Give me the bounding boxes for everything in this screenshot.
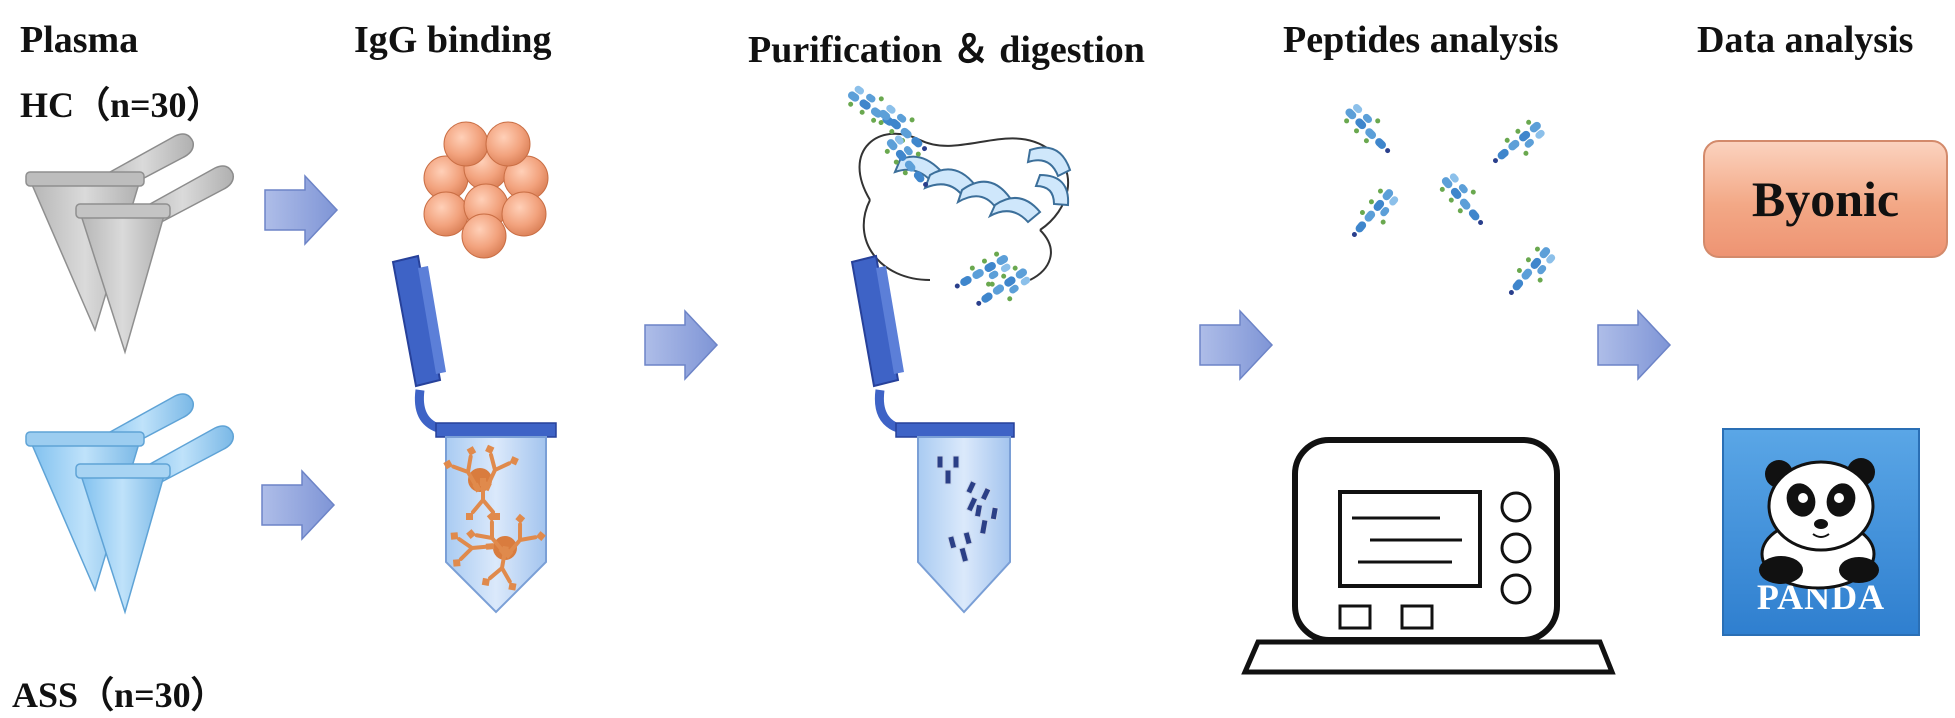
header-purification-digestion: Purification ＆ digestion bbox=[748, 29, 1145, 71]
arrow-purification-to-peptides bbox=[1199, 310, 1273, 380]
panda-software-box: PANDA bbox=[1722, 428, 1920, 636]
header-peptides-analysis: Peptides analysis bbox=[1283, 19, 1559, 61]
hc-plasma-tubes bbox=[25, 133, 235, 355]
panda-icon bbox=[1759, 458, 1879, 590]
bead-cluster bbox=[423, 121, 549, 259]
ass-plasma-tubes bbox=[25, 393, 235, 615]
group-label-hc: HC（n=30） bbox=[20, 85, 223, 125]
arrow-ass-to-binding bbox=[261, 470, 335, 540]
mass-spectrometer bbox=[1241, 437, 1616, 675]
arrow-hc-to-binding bbox=[264, 175, 338, 245]
protein-ribbon bbox=[858, 132, 1072, 281]
header-igg-binding: IgG binding bbox=[354, 19, 552, 61]
arrow-binding-to-purification bbox=[644, 310, 718, 380]
arrow-peptides-to-data bbox=[1597, 310, 1671, 380]
header-plasma: Plasma bbox=[20, 19, 139, 61]
header-data-analysis: Data analysis bbox=[1697, 19, 1914, 61]
binding-tube bbox=[391, 254, 557, 614]
group-label-ass: ASS（n=30） bbox=[12, 675, 227, 715]
byonic-label: Byonic bbox=[1751, 171, 1900, 227]
byonic-software-box: Byonic bbox=[1703, 140, 1948, 258]
digestion-tube bbox=[850, 254, 1015, 614]
peptide-fragments bbox=[1339, 97, 1562, 306]
